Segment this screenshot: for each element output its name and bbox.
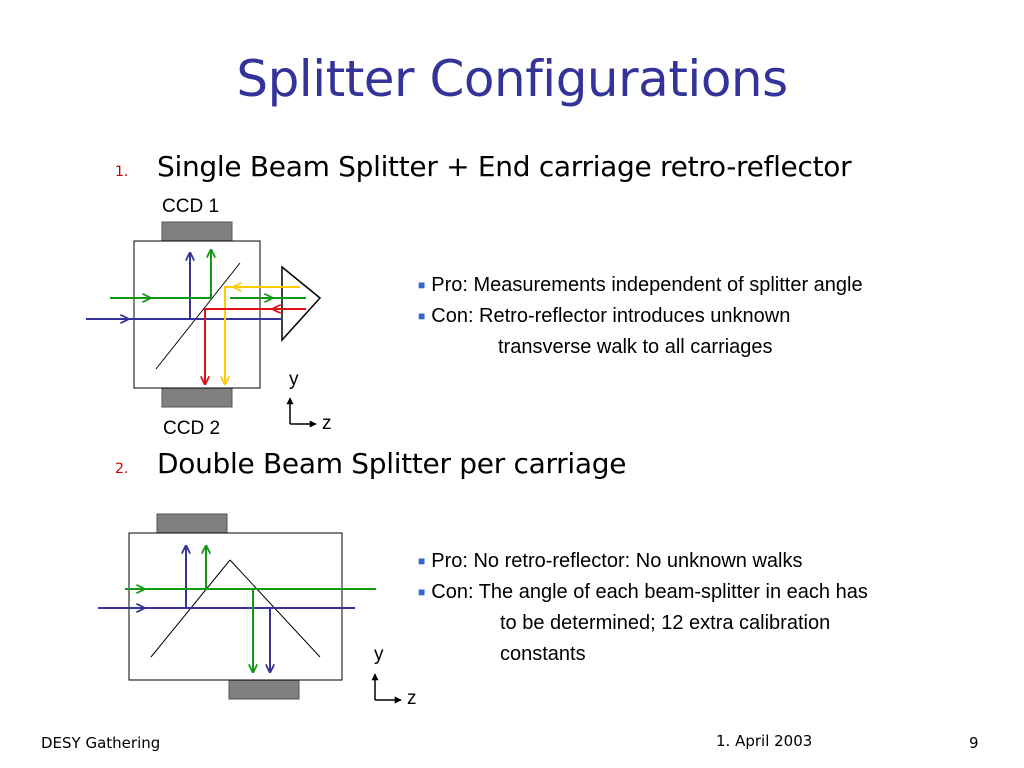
bullet-square-icon: ■ bbox=[418, 554, 426, 568]
item-text: Single Beam Splitter + End carriage retr… bbox=[157, 150, 852, 183]
splitter-housing bbox=[133, 240, 261, 389]
item-number: 1. bbox=[115, 164, 129, 180]
ccd1-label: CCD 1 bbox=[162, 196, 220, 217]
bullet-square-icon: ■ bbox=[418, 309, 426, 323]
ccd1-sensor bbox=[161, 221, 233, 242]
con-continuation: to be determined; 12 extra calibration bbox=[500, 612, 831, 634]
beam-splitter bbox=[155, 262, 241, 370]
axis-y-label: y bbox=[374, 644, 384, 665]
ccd-bottom-sensor bbox=[228, 679, 300, 700]
green-beam bbox=[110, 250, 212, 299]
bullet-list-1: ■Pro: Measurements independent of splitt… bbox=[418, 270, 863, 363]
blue-beam-in bbox=[86, 253, 191, 320]
double-splitter-diagram bbox=[98, 513, 402, 704]
ccd2-label: CCD 2 bbox=[163, 418, 221, 439]
single-splitter-diagram bbox=[86, 221, 322, 428]
bullet-list-2: ■Pro: No retro-reflector: No unknown wal… bbox=[418, 546, 868, 670]
con-bullet: ■Con: The angle of each beam-splitter in… bbox=[418, 581, 868, 603]
axis-z-label: z bbox=[407, 688, 417, 709]
ccd-top-sensor bbox=[156, 513, 228, 534]
ccd2-sensor bbox=[161, 387, 233, 408]
page-number: 9 bbox=[969, 734, 979, 752]
list-item-1: 1. Single Beam Splitter + End carriage r… bbox=[115, 150, 852, 183]
yellow-beam bbox=[224, 286, 300, 384]
slide-title: Splitter Configurations bbox=[236, 50, 788, 108]
pro-bullet: ■Pro: Measurements independent of splitt… bbox=[418, 274, 863, 296]
axis-icon bbox=[371, 673, 402, 704]
bullet-square-icon: ■ bbox=[418, 585, 426, 599]
bullet-square-icon: ■ bbox=[418, 278, 426, 292]
retro-reflector bbox=[281, 265, 322, 342]
footer-date: 1. April 2003 bbox=[716, 732, 813, 750]
axis-z-label: z bbox=[322, 413, 332, 434]
axis-y-label: y bbox=[289, 369, 299, 390]
splitter-housing bbox=[128, 532, 343, 681]
con-continuation: constants bbox=[500, 643, 586, 665]
item-text: Double Beam Splitter per carriage bbox=[157, 447, 627, 480]
item-number: 2. bbox=[115, 461, 129, 477]
con-bullet: ■Con: Retro-reflector introduces unknown bbox=[418, 305, 791, 327]
list-item-2: 2. Double Beam Splitter per carriage bbox=[115, 447, 626, 480]
footer-left: DESY Gathering bbox=[41, 734, 161, 752]
con-continuation: transverse walk to all carriages bbox=[498, 336, 773, 358]
pro-bullet: ■Pro: No retro-reflector: No unknown wal… bbox=[418, 550, 803, 572]
axis-icon bbox=[286, 397, 317, 428]
